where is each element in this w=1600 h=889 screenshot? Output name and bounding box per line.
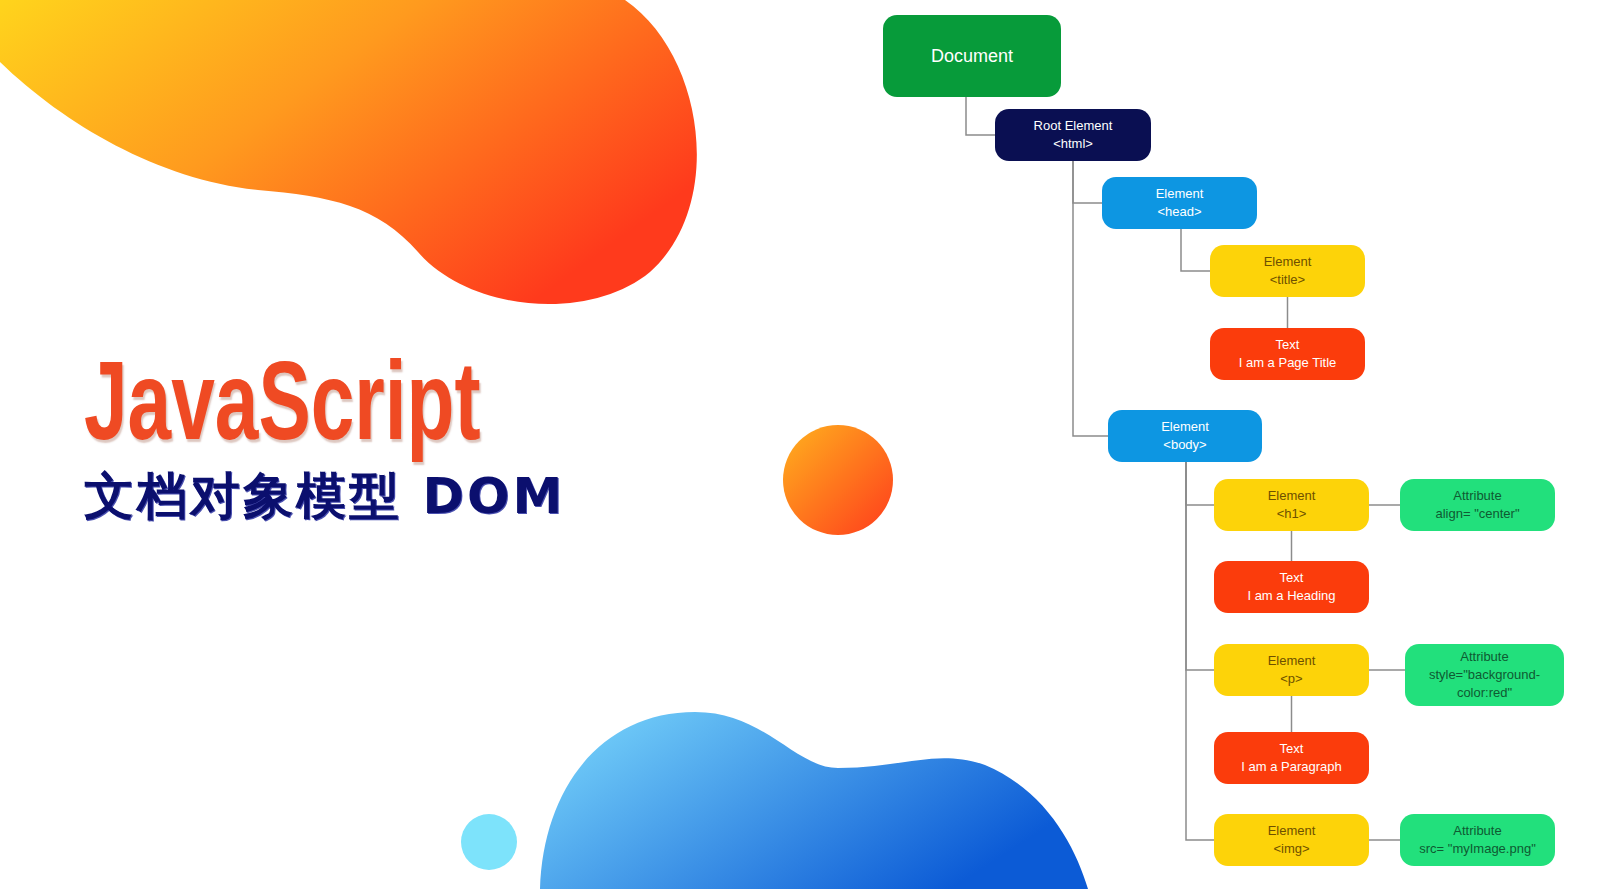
document-box: Document xyxy=(883,15,1061,97)
node-label: I am a Page Title xyxy=(1239,354,1337,372)
element-box: Element<h1> xyxy=(1214,479,1369,531)
node-kind: Text xyxy=(1280,740,1304,758)
element-box: Element<p> xyxy=(1214,644,1369,696)
tree-connector xyxy=(1186,462,1214,505)
node-kind: Text xyxy=(1276,336,1300,354)
node-kind: Attribute xyxy=(1460,648,1508,666)
main-title: JavaScript xyxy=(84,336,481,466)
node-kind: Element xyxy=(1264,253,1312,271)
node-label: I am a Paragraph xyxy=(1241,758,1341,776)
tree-connector xyxy=(1186,462,1214,840)
node-kind: Element xyxy=(1156,185,1204,203)
blue-blob xyxy=(540,712,1088,889)
node-label: style="background-color:red" xyxy=(1413,666,1556,702)
node-label: <img> xyxy=(1273,840,1309,858)
tree-connector xyxy=(966,97,995,135)
node-label: <body> xyxy=(1163,436,1206,454)
text-box: TextI am a Paragraph xyxy=(1214,732,1369,784)
attribute-box: Attributealign= "center" xyxy=(1400,479,1555,531)
tree-connector xyxy=(1369,839,1400,841)
tree-connector xyxy=(1369,669,1405,671)
element-box: Element<head> xyxy=(1102,177,1257,229)
node-label: Document xyxy=(931,45,1013,68)
subtitle: 文档对象模型 DOM xyxy=(84,466,651,526)
node-kind: Attribute xyxy=(1453,822,1501,840)
attribute-box: Attributesrc= "myImage.png" xyxy=(1400,814,1555,866)
node-label: src= "myImage.png" xyxy=(1419,840,1536,858)
element-box: Element<body> xyxy=(1108,410,1262,462)
element-box: Element<title> xyxy=(1210,245,1365,297)
node-kind: Element xyxy=(1268,822,1316,840)
node-label: <head> xyxy=(1157,203,1201,221)
tree-connector xyxy=(1186,462,1214,670)
tree-connector xyxy=(1369,504,1400,506)
node-label: <p> xyxy=(1280,670,1302,688)
node-label: align= "center" xyxy=(1435,505,1519,523)
tree-connector xyxy=(1287,297,1289,328)
root-element-box: Root Element<html> xyxy=(995,109,1151,161)
node-kind: Text xyxy=(1280,569,1304,587)
node-label: <title> xyxy=(1270,271,1305,289)
attribute-box: Attributestyle="background-color:red" xyxy=(1405,644,1564,706)
tree-connector xyxy=(1291,696,1293,732)
node-label: <html> xyxy=(1053,135,1093,153)
text-box: TextI am a Page Title xyxy=(1210,328,1365,380)
light-blue-dot xyxy=(461,814,517,870)
node-label: <h1> xyxy=(1277,505,1307,523)
node-kind: Attribute xyxy=(1453,487,1501,505)
node-kind: Element xyxy=(1161,418,1209,436)
node-kind: Element xyxy=(1268,487,1316,505)
tree-connector xyxy=(1073,161,1102,203)
tree-connector xyxy=(1181,229,1210,271)
heading-block: JavaScript文档对象模型 DOM xyxy=(84,336,651,526)
node-kind: Element xyxy=(1268,652,1316,670)
node-label: I am a Heading xyxy=(1247,587,1335,605)
orange-blob xyxy=(0,0,697,304)
element-box: Element<img> xyxy=(1214,814,1369,866)
orange-dot xyxy=(783,425,893,535)
node-kind: Root Element xyxy=(1034,117,1113,135)
tree-connector xyxy=(1291,531,1293,561)
text-box: TextI am a Heading xyxy=(1214,561,1369,613)
